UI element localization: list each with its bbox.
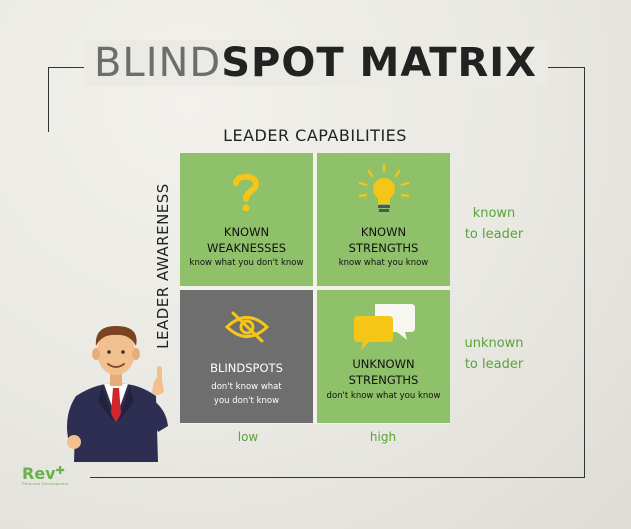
frame-right	[584, 67, 585, 477]
logo-tagline: Personal Development	[22, 481, 69, 486]
row-label-known-line1: known	[472, 206, 516, 221]
frame-left	[48, 67, 49, 132]
quadrant-4-heading-1: UNKNOWN	[352, 357, 415, 371]
title-part2: SPOT MATRIX	[221, 40, 538, 86]
frame-top-left	[48, 67, 86, 68]
businessman-illustration	[58, 322, 178, 462]
page-title: BLINDSPOT MATRIX	[0, 40, 631, 86]
quadrant-known-strengths: KNOWN STRENGTHS know what you know	[317, 153, 450, 286]
light-bulb-icon	[357, 163, 411, 219]
row-label-known: known to leader	[444, 203, 544, 245]
quadrant-1-heading-1: KNOWN	[223, 225, 270, 239]
logo-name: Rev	[22, 464, 56, 483]
matrix-grid: KNOWN WEAKNESSES know what you don't kno…	[180, 153, 450, 424]
quadrant-4-heading-2: STRENGTHS	[348, 373, 419, 387]
quadrant-3-subtitle-2: you don't know	[213, 396, 280, 406]
rev-logo: Rev✚ Personal Development	[22, 464, 68, 486]
column-label-low: low	[237, 430, 259, 444]
frame-bottom	[90, 477, 585, 478]
row-label-unknown-line2: to leader	[464, 357, 524, 372]
quadrant-2-heading-2: STRENGTHS	[348, 241, 419, 255]
row-label-unknown: unknown to leader	[444, 333, 544, 375]
quadrant-blindspots: BLINDSPOTS don't know what you don't kno…	[180, 290, 313, 423]
quadrant-known-weaknesses: KNOWN WEAKNESSES know what you don't kno…	[180, 153, 313, 286]
speech-bubbles-icon	[353, 300, 417, 352]
question-mark-icon	[231, 171, 261, 213]
quadrant-1-subtitle: know what you don't know	[189, 258, 304, 268]
quadrant-2-heading-1: KNOWN	[360, 225, 407, 239]
row-label-known-line2: to leader	[464, 227, 524, 242]
plus-icon: ✚	[55, 464, 65, 477]
column-label-high: high	[369, 430, 397, 444]
quadrant-unknown-strengths: UNKNOWN STRENGTHS don't know what you kn…	[317, 290, 450, 423]
row-label-unknown-line1: unknown	[464, 336, 524, 351]
frame-top-right	[548, 67, 584, 68]
leader-capabilities-label: LEADER CAPABILITIES	[223, 126, 407, 145]
title-part1: BLIND	[93, 40, 222, 86]
quadrant-3-heading: BLINDSPOTS	[210, 361, 283, 375]
quadrant-4-subtitle: don't know what you know	[326, 391, 441, 401]
quadrant-3-subtitle-1: don't know what	[211, 382, 282, 392]
quadrant-1-heading-2: WEAKNESSES	[206, 241, 287, 255]
quadrant-2-subtitle: know what you know	[338, 258, 429, 268]
eye-slash-icon	[224, 310, 270, 344]
